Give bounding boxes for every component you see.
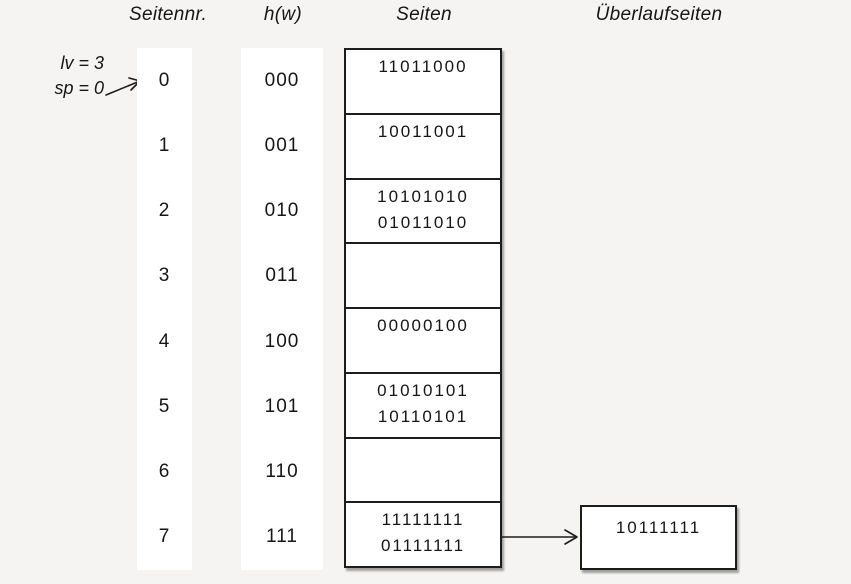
annotation-sp: sp = 0	[54, 78, 104, 98]
record-value: 11011000	[378, 57, 468, 76]
record-value	[346, 80, 500, 106]
record-value	[346, 443, 500, 469]
hash-value-3: 011	[265, 265, 299, 287]
column-header-seiten: Seiten	[396, 4, 452, 25]
page-bucket-6	[346, 436, 500, 502]
annotation-lv: lv = 3	[60, 53, 104, 73]
column-header-ueberlaufseiten: Überlaufseiten	[595, 4, 723, 25]
page-bucket-1: 10011001	[346, 112, 500, 178]
overflow-link-arrow-icon	[501, 529, 578, 545]
overflow-page-box: 10111111	[580, 505, 737, 570]
page-bucket-0: 11011000	[346, 50, 500, 113]
page-number-2: 2	[158, 200, 171, 222]
overflow-record-value: 10111111	[615, 518, 702, 537]
page-bucket-2: 10101010 01011010	[346, 177, 500, 243]
page-number-0: 0	[158, 69, 171, 91]
state-annotation: lv = 3 sp = 0	[24, 51, 104, 101]
seitennr-column: 0 1 2 3 4 5 6 7	[137, 48, 192, 570]
page-number-4: 4	[158, 330, 171, 352]
page-number-1: 1	[158, 134, 171, 156]
record-value: 11111111	[381, 510, 465, 530]
record-value: 10011001	[377, 121, 469, 141]
page-number-7: 7	[158, 526, 171, 548]
hash-value-7: 111	[266, 526, 298, 548]
column-header-seitennr: Seitennr.	[128, 4, 208, 25]
record-value	[346, 339, 500, 365]
hash-value-6: 110	[265, 461, 299, 483]
record-value: 10101010	[377, 186, 469, 206]
record-value	[346, 274, 500, 300]
pages-bucket-table: 11011000 10011001 10101010 01011010 0000…	[344, 48, 502, 568]
hash-value-2: 010	[264, 200, 300, 222]
record-value: 01011010	[377, 212, 469, 232]
record-value: 10110101	[377, 406, 469, 426]
hash-value-column: 000 001 010 011 100 101 110 111	[241, 48, 323, 570]
record-value	[346, 469, 500, 495]
page-number-6: 6	[158, 461, 171, 483]
record-value	[346, 248, 500, 274]
page-number-5: 5	[158, 395, 171, 417]
column-header-hw: h(w)	[263, 4, 303, 25]
hash-value-5: 101	[264, 395, 300, 417]
page-bucket-7: 11111111 01111111	[346, 501, 500, 566]
page-number-3: 3	[158, 265, 171, 287]
record-value: 00000100	[377, 316, 469, 335]
record-value: 01010101	[377, 380, 469, 400]
record-value	[346, 145, 500, 171]
page-bucket-5: 01010101 10110101	[346, 371, 500, 437]
page-bucket-3	[346, 242, 500, 307]
record-value: 01111111	[380, 536, 466, 556]
hash-value-0: 000	[264, 69, 300, 91]
hash-value-4: 100	[264, 330, 300, 352]
page-bucket-4: 00000100	[346, 307, 500, 372]
hash-value-1: 001	[264, 134, 300, 156]
